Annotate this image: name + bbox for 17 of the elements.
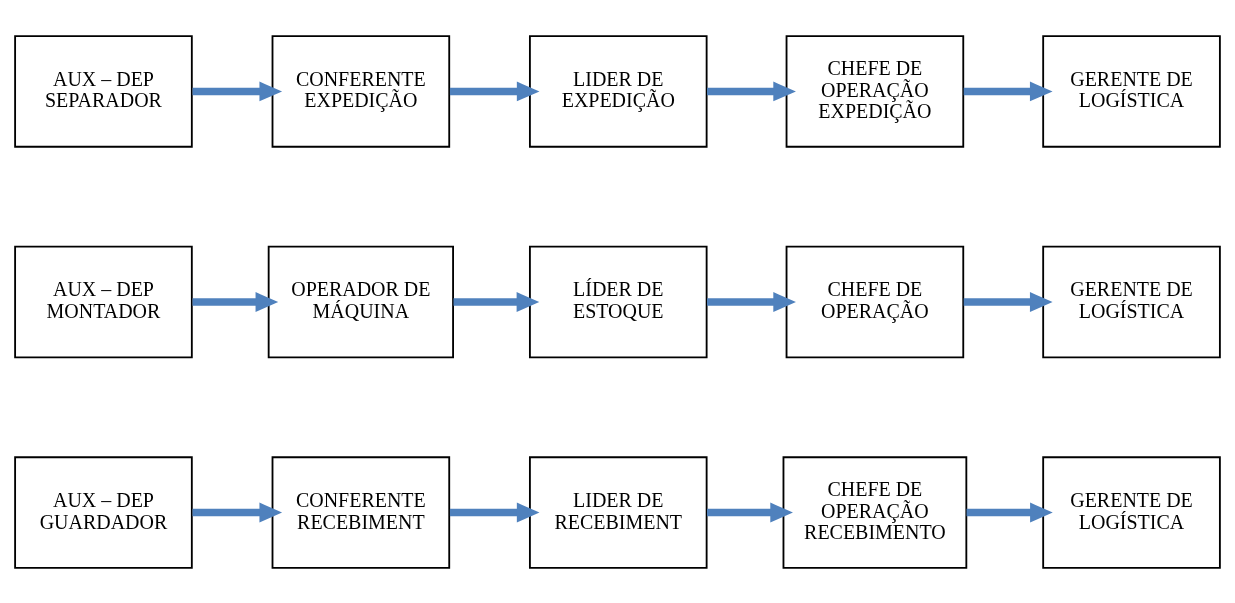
node-box: AUX – DEP GUARDADOR bbox=[14, 455, 193, 569]
node-box: GERENTE DE LOGÍSTICA bbox=[1042, 34, 1221, 148]
node-box: GERENTE DE LOGÍSTICA bbox=[1042, 245, 1221, 358]
node-box: AUX – DEP MONTADOR bbox=[14, 245, 193, 358]
node-box: CHEFE DE OPERAÇÃO EXPEDIÇÃO bbox=[785, 34, 965, 148]
node-box: CONFERENTE RECEBIMENT bbox=[271, 455, 451, 569]
arrow bbox=[449, 502, 540, 522]
node-box: LIDER DE RECEBIMENT bbox=[529, 455, 708, 569]
arrow bbox=[449, 81, 540, 101]
node-box: LÍDER DE ESTOQUE bbox=[529, 245, 708, 358]
node-box: LIDER DE EXPEDIÇÃO bbox=[529, 34, 708, 148]
node-box: CHEFE DE OPERAÇÃO RECEBIMENTO bbox=[782, 455, 968, 569]
node-box: CONFERENTE EXPEDIÇÃO bbox=[271, 34, 451, 148]
node-box: OPERADOR DE MÁQUINA bbox=[267, 245, 454, 358]
node-box: AUX – DEP SEPARADOR bbox=[14, 34, 193, 148]
node-box: CHEFE DE OPERAÇÃO bbox=[785, 245, 965, 358]
node-box: GERENTE DE LOGÍSTICA bbox=[1042, 455, 1221, 569]
